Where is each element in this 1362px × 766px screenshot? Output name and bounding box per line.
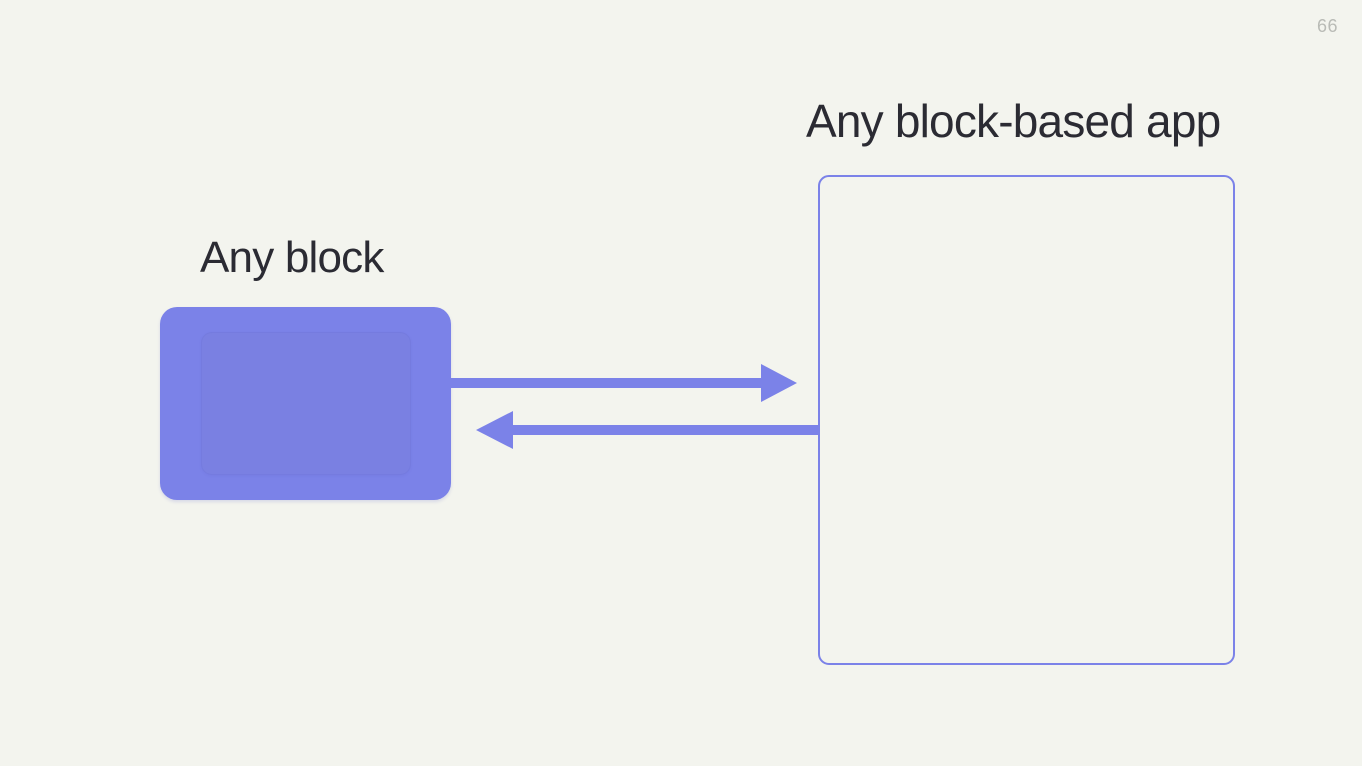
page-number: 66	[1316, 16, 1338, 36]
any-block-based-app-shape	[818, 175, 1235, 665]
heading-any-block-based-app: Any block-based app	[806, 95, 1221, 147]
arrow-app-to-block-icon	[476, 411, 818, 449]
any-block-inner-shape	[201, 332, 411, 475]
arrow-block-to-app-icon	[451, 364, 797, 402]
heading-any-block: Any block	[200, 233, 384, 282]
any-block-shape	[160, 307, 451, 500]
